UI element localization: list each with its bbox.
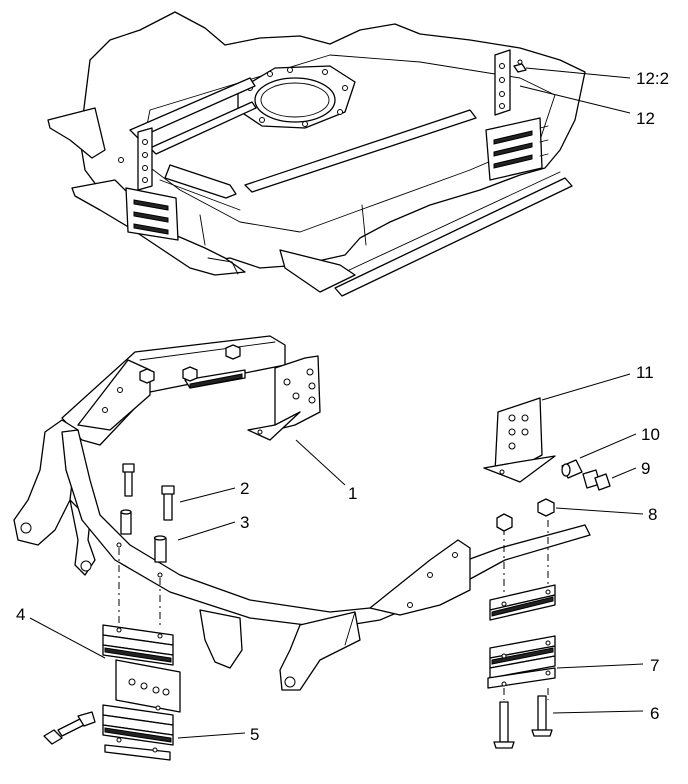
part-4-shim-stack bbox=[102, 624, 181, 713]
deck-left-bracket bbox=[118, 127, 179, 241]
part-2-bolts bbox=[122, 463, 175, 521]
callout-9: 9 bbox=[641, 459, 650, 478]
callout-5: 5 bbox=[250, 725, 259, 744]
callout-8: 8 bbox=[648, 505, 657, 524]
part-11-mounting-bracket bbox=[483, 397, 556, 483]
callout-4: 4 bbox=[16, 605, 25, 624]
mower-deck bbox=[47, 11, 586, 297]
part-9-bolt bbox=[582, 469, 611, 491]
part-12-deck-hardware bbox=[513, 63, 527, 73]
callouts: 12:2 12 1 2 3 4 5 6 7 8 9 10 11 bbox=[16, 69, 669, 744]
lift-frame bbox=[13, 335, 591, 691]
part-1-mounting-bracket bbox=[247, 355, 321, 441]
assembly-guide-lines bbox=[118, 520, 549, 700]
deck-right-bracket bbox=[485, 49, 549, 181]
part-7-shim-stack bbox=[487, 584, 556, 689]
callout-6: 6 bbox=[650, 704, 659, 723]
callout-3: 3 bbox=[240, 513, 249, 532]
callout-10: 10 bbox=[641, 425, 660, 444]
leader-lines bbox=[29, 67, 644, 739]
callout-1: 1 bbox=[348, 484, 357, 503]
part-5-clamp-plates bbox=[43, 704, 174, 761]
callout-12-2: 12:2 bbox=[636, 69, 669, 88]
part-8-nuts bbox=[496, 498, 555, 532]
part-3-spacers bbox=[116, 509, 167, 578]
callout-2: 2 bbox=[240, 479, 249, 498]
spindle-housing bbox=[237, 65, 356, 129]
part-10-spacer bbox=[561, 459, 583, 479]
callout-12: 12 bbox=[636, 109, 655, 128]
part-6-carriage-bolts bbox=[493, 695, 553, 749]
callout-7: 7 bbox=[650, 656, 659, 675]
callout-11: 11 bbox=[636, 363, 654, 382]
